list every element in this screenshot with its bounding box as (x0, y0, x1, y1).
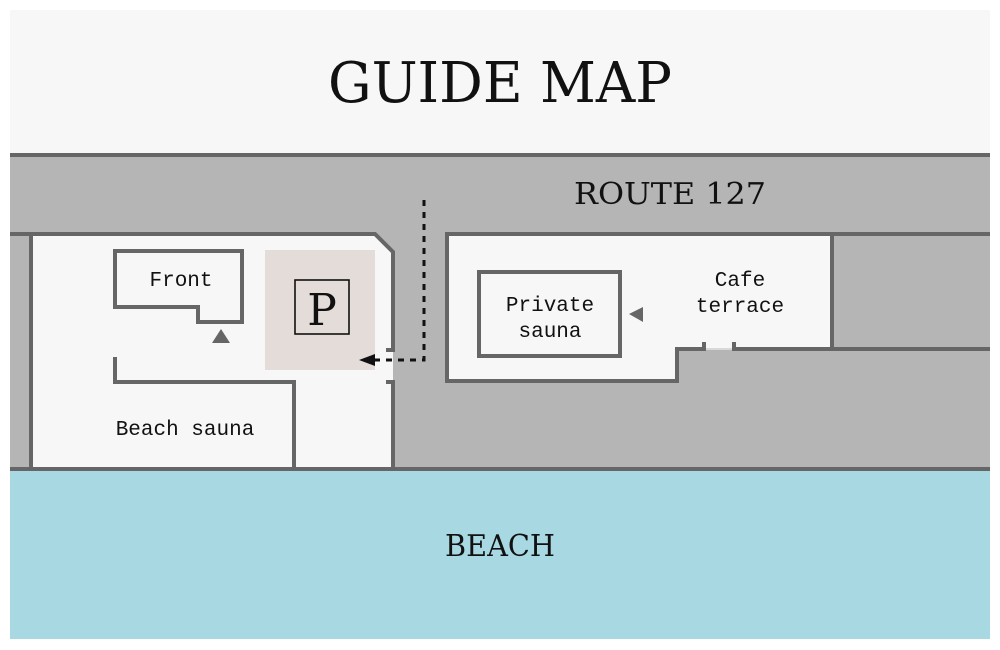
beach-sauna-label: Beach sauna (116, 419, 255, 442)
main-building-wall-right (386, 380, 395, 470)
private-sauna-outline (477, 270, 622, 358)
header-panel (10, 10, 990, 154)
cafe-building-wall-right-bottom (732, 342, 990, 351)
parking-sign-label: P (307, 285, 337, 336)
beach-area (10, 470, 990, 639)
parking-route-arrowhead-icon (359, 354, 375, 366)
cafe-terrace-label-line2: terrace (696, 296, 784, 319)
front-entrance-triangle-icon (212, 329, 230, 343)
front-desk-outline (113, 249, 244, 324)
cafe-terrace[interactable]: Cafe terrace (696, 270, 784, 319)
private-sauna[interactable]: Private sauna (477, 270, 622, 358)
front-desk-label: Front (149, 270, 212, 293)
parking-route-dotted-line (372, 200, 426, 362)
main-building-wall-top (10, 232, 395, 352)
parking-sign-icon (294, 279, 350, 335)
parking-area-bg (265, 250, 375, 370)
cafe-terrace-label-line1: Cafe (715, 270, 765, 293)
cafe-building-wall-outline (445, 232, 990, 383)
parking-route-arrow-icon (359, 200, 426, 366)
map-title: GUIDE MAP (328, 51, 672, 116)
private-sauna-label-line1: Private (506, 295, 594, 318)
beach-sauna[interactable]: Beach sauna (113, 357, 296, 470)
front-desk[interactable]: Front (113, 249, 244, 324)
beach-sauna-wall (113, 357, 296, 470)
parking-area[interactable]: P (265, 250, 375, 370)
beach-label: BEACH (445, 529, 555, 564)
private-sauna-triangle-icon (629, 307, 643, 322)
private-sauna-label-line2: sauna (518, 321, 581, 344)
road-label: ROUTE 127 (574, 177, 766, 212)
